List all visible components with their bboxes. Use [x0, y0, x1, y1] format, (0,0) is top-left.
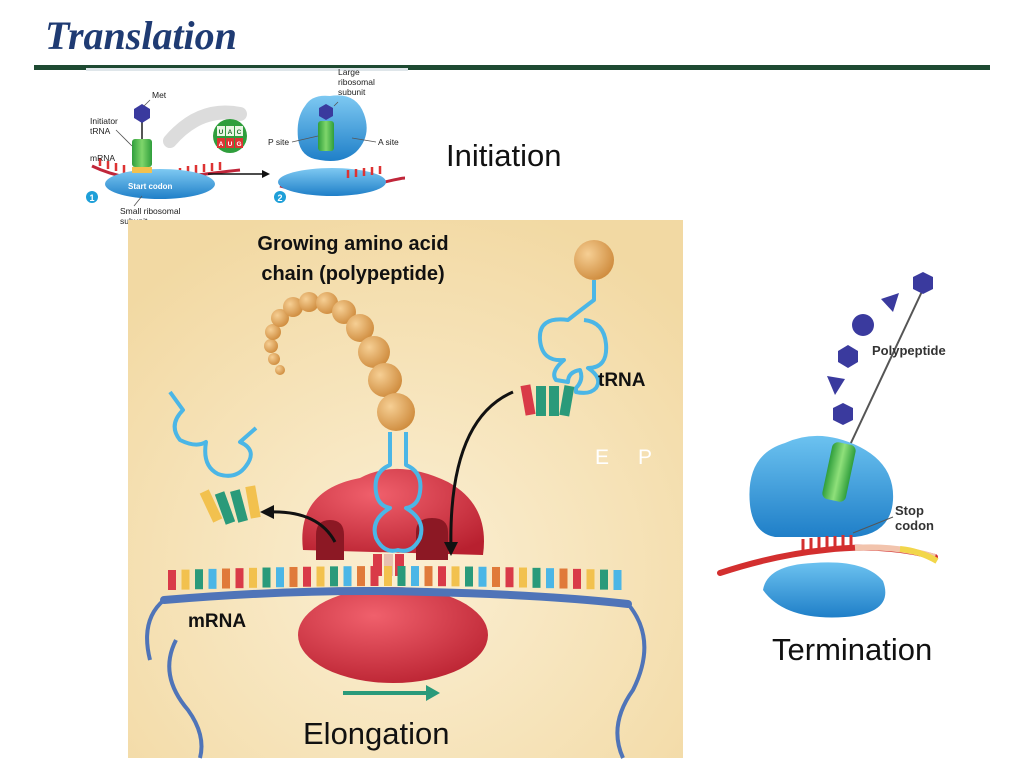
- mrna-codon-tick: [384, 566, 392, 587]
- initiation-top-strip: [86, 68, 408, 71]
- step-2-number: 2: [277, 193, 282, 203]
- initiation-step-2: 2: [274, 95, 406, 203]
- slide-title: Translation: [45, 13, 237, 58]
- incoming-amino-acid: [574, 240, 614, 280]
- step-1-badge: [86, 191, 98, 203]
- p-site-label: P site: [268, 137, 289, 147]
- mrna-codon-tick: [451, 566, 460, 587]
- mrna-codon-tick: [546, 568, 554, 589]
- anticodon-letter-3: C: [237, 129, 242, 136]
- trna-in-ribosome: [372, 432, 424, 553]
- mrna-codon-tick: [343, 566, 352, 587]
- step-2-badge: [274, 191, 286, 203]
- mrna-label-initiation: mRNA: [90, 153, 115, 163]
- mrna-codon-tick: [370, 566, 379, 587]
- mrna-codon-tick: [465, 566, 473, 587]
- e-site-label: E: [595, 446, 609, 469]
- codon-zoom: U A C A U G: [163, 105, 247, 153]
- mrna-codon-tick: [222, 568, 230, 589]
- mrna-codon-tick: [478, 566, 487, 587]
- incoming-trna: [520, 280, 609, 417]
- mrna-codon-tick: [397, 566, 406, 587]
- mrna-codon-tick: [316, 566, 325, 587]
- elongation-caption: Elongation: [303, 716, 450, 751]
- trna-label: tRNA: [598, 370, 646, 391]
- a-site-label: A site: [378, 137, 399, 147]
- trna-exit-arrow: [267, 510, 337, 543]
- mrna-codon-tick: [249, 567, 257, 588]
- small-subunit-termination: [763, 562, 886, 618]
- codon-letter-1: A: [219, 141, 224, 148]
- p-site-label-elongation: P: [638, 446, 652, 469]
- trna-entry-arrow: [449, 390, 514, 551]
- start-codon-label: Start codon: [128, 182, 173, 191]
- mrna-codon-tick: [559, 568, 568, 589]
- mrna-codon-tick: [330, 566, 338, 587]
- small-ribosomal-subunit: [105, 169, 215, 199]
- released-polypeptide: [827, 272, 933, 446]
- mrna-codon-tick: [492, 566, 500, 587]
- mrna-strand: [145, 587, 647, 759]
- met-label: Met: [152, 90, 167, 100]
- mrna-codon-tick: [600, 569, 608, 590]
- mrna-codon-tick: [438, 566, 446, 587]
- small-subunit: [298, 587, 488, 683]
- mrna-codon-tick: [613, 570, 622, 590]
- mrna-codon-tick: [586, 569, 595, 590]
- mrna-codon-tick: [235, 568, 244, 589]
- mrna-codon-tick: [195, 569, 203, 590]
- mrna-codon-ticks: [168, 566, 622, 590]
- mrna-codon-tick: [181, 569, 190, 590]
- mrna-codon-tick: [505, 567, 514, 588]
- polypeptide-label-termination: Polypeptide: [872, 343, 946, 358]
- mrna-codon-tick: [357, 566, 365, 587]
- exiting-trna: [168, 390, 261, 525]
- title-divider: [34, 65, 990, 70]
- mrna-codon-tick: [168, 570, 176, 590]
- methionine-hexagon: [134, 104, 150, 123]
- large-subunit-termination: [749, 435, 894, 537]
- anticodon-letter-1: U: [219, 129, 224, 136]
- mrna-codon-tick: [262, 567, 271, 588]
- mrna-codon-tick: [532, 567, 541, 588]
- initiation-step-1: 1: [86, 104, 241, 203]
- mrna-codon-tick: [411, 566, 419, 587]
- ribosome: [298, 468, 488, 683]
- anticodon-letter-2: A: [228, 129, 233, 136]
- mrna-codon-tick: [289, 566, 298, 587]
- mrna-codon-tick: [276, 567, 284, 588]
- mrna-label: mRNA: [188, 611, 246, 632]
- initiator-trna-shape: [132, 139, 152, 167]
- polypeptide-chain: [264, 292, 415, 431]
- initiation-caption: Initiation: [446, 138, 562, 173]
- mrna-codon-tick: [424, 566, 433, 587]
- mrna-codon-tick: [573, 568, 581, 589]
- mrna-codon-tick: [303, 566, 311, 587]
- termination-caption: Termination: [772, 632, 933, 667]
- step-1-number: 1: [89, 193, 94, 203]
- mrna-codon-tick: [519, 567, 527, 588]
- mrna-codon-tick: [208, 568, 217, 589]
- release-factor: [822, 442, 856, 502]
- codon-letter-3: G: [236, 141, 241, 148]
- codon-letter-2: U: [228, 141, 233, 148]
